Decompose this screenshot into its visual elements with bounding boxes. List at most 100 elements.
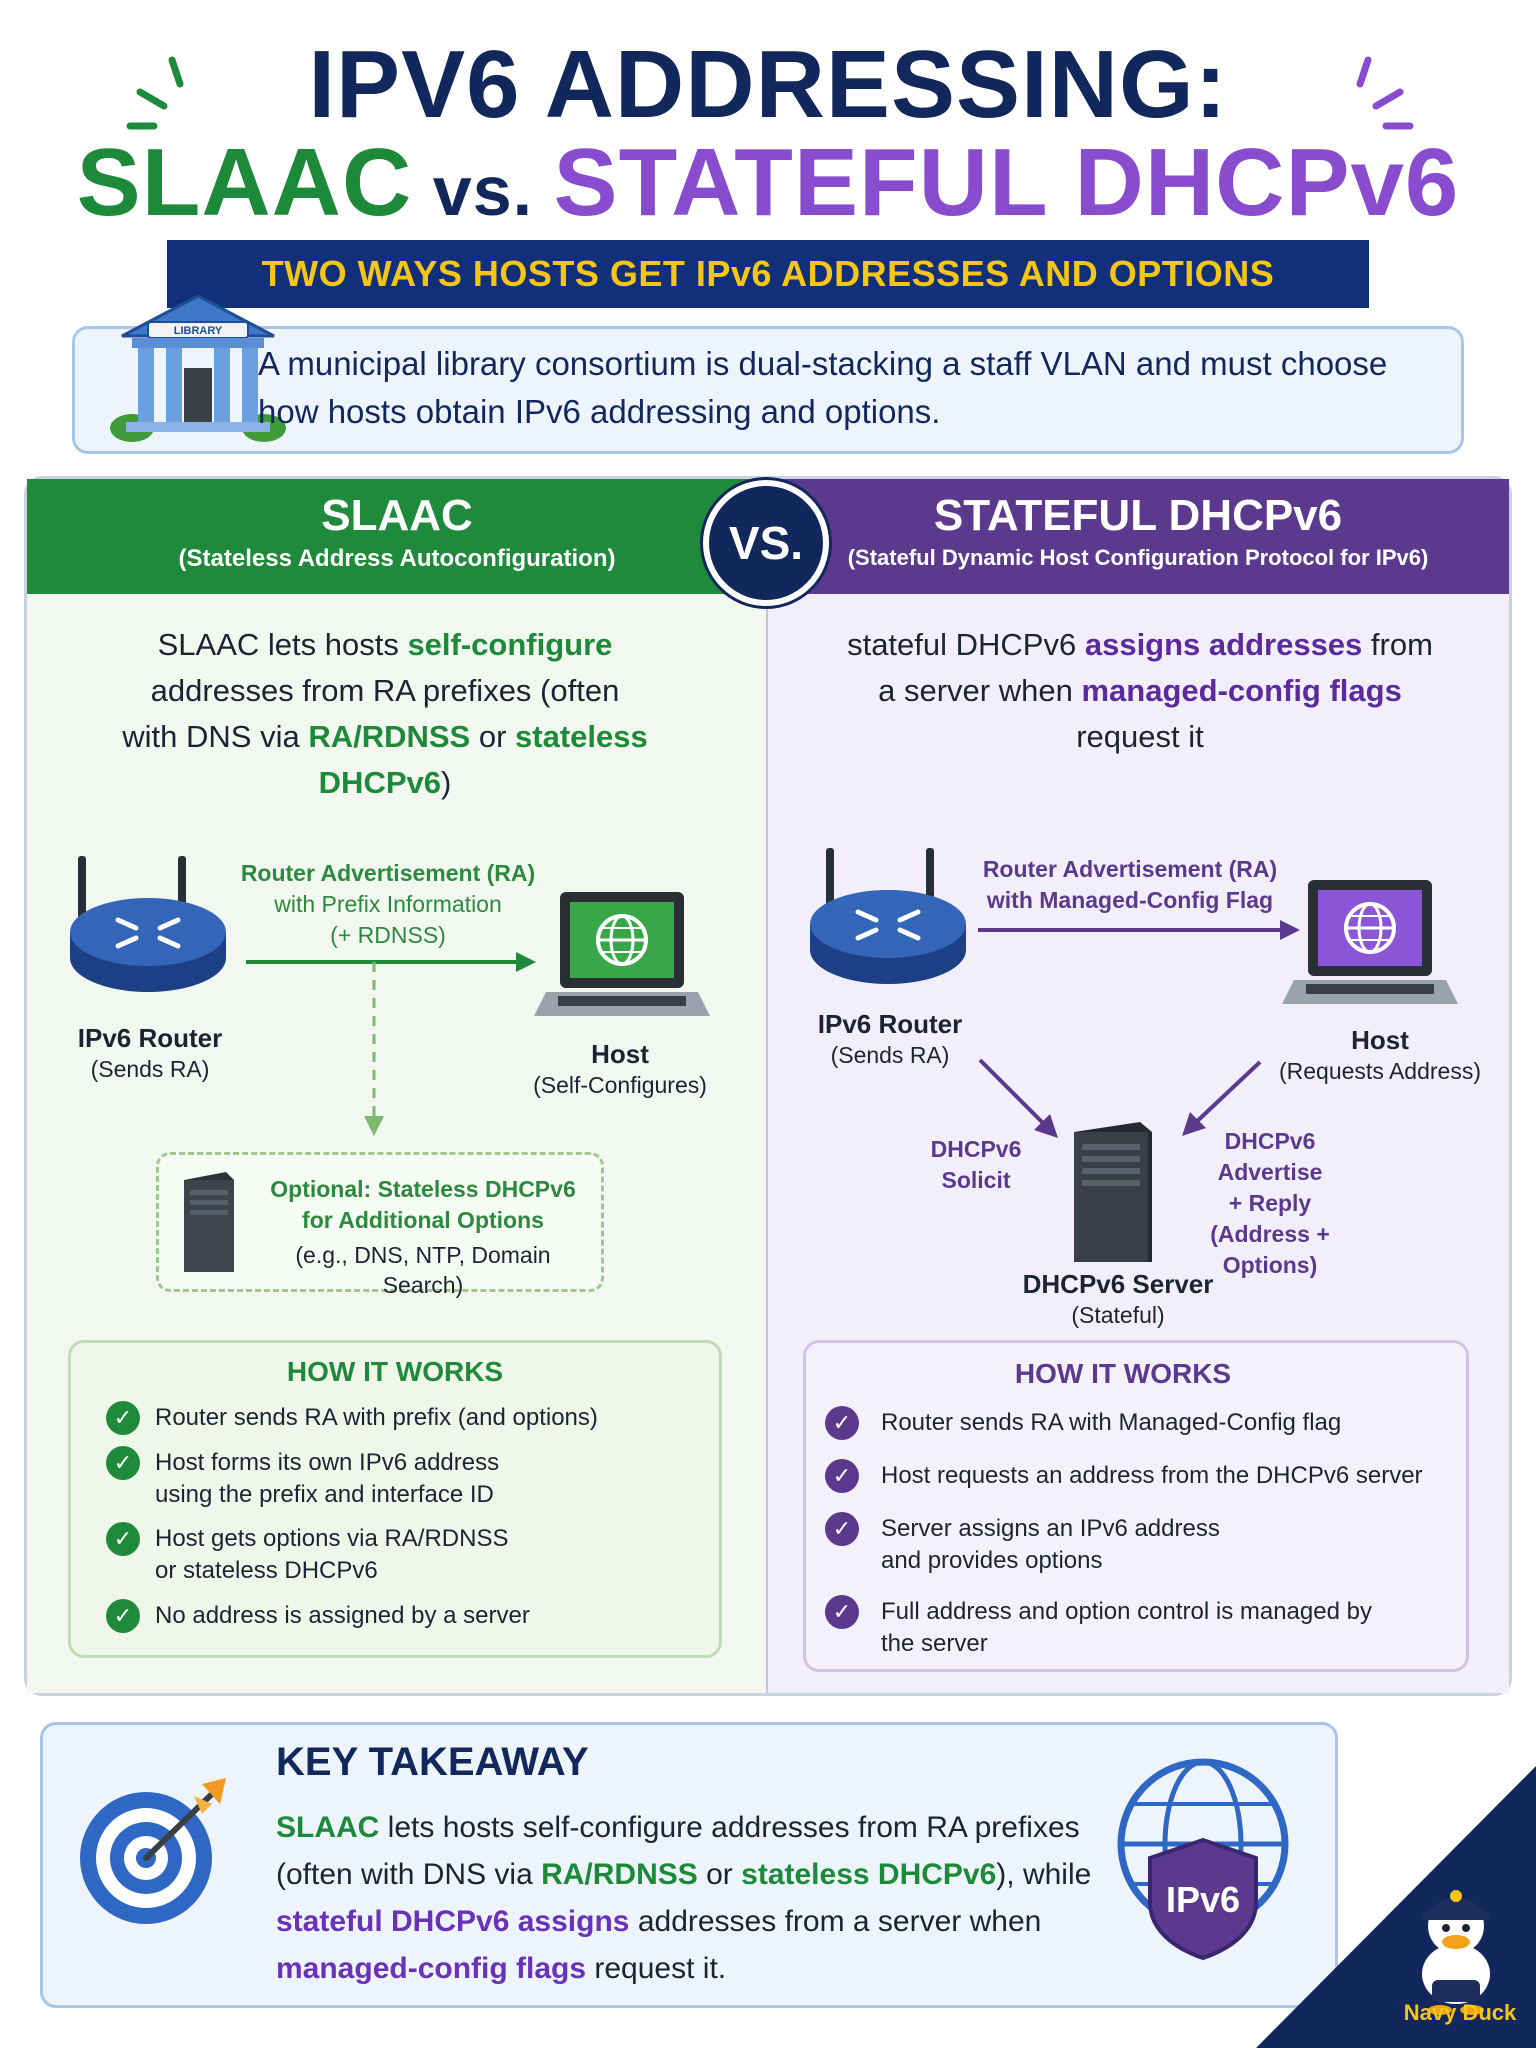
slaac-how-item: Host gets options via RA/RDNSS or statel… [155, 1525, 509, 1584]
ra-managed-arrow-head [1280, 920, 1300, 940]
slaac-header: SLAAC (Stateless Address Autoconfigurati… [27, 479, 767, 594]
advertise-label-line: + Reply [1228, 1190, 1312, 1216]
dhcpv6-ra-label: Router Advertisement (RA) with Managed-C… [960, 854, 1300, 916]
ra-arrow-head [516, 952, 536, 972]
title-slaac: SLAAC [76, 129, 413, 236]
takeaway-text: SLAAC lets hosts self-configure addresse… [276, 1804, 1156, 1992]
target-icon [80, 1778, 226, 1924]
slaac-host-subtitle: (Self-Configures) [533, 1072, 707, 1098]
slaac-summary: SLAAC lets hosts self-configure addresse… [120, 622, 650, 806]
dhcpv6-summary-text: request it [1076, 719, 1204, 754]
slaac-how-title: HOW IT WORKS [286, 1356, 504, 1387]
comparison-panel [24, 476, 1512, 1696]
dhcpv6-laptop-icon [1282, 880, 1458, 1004]
dhcpv6-ra-label-line: Router Advertisement (RA) [982, 856, 1278, 882]
solicit-label-line: DHCPv6 [930, 1136, 1022, 1162]
slaac-ra-label-line: (+ RDNSS) [330, 922, 446, 948]
brand-corner [1256, 1766, 1536, 2048]
check-icon: ✓ [106, 1599, 140, 1633]
slaac-header-title: SLAAC [321, 491, 473, 540]
takeaway-keyword: managed-config flags [276, 1952, 587, 1985]
takeaway-segment: addresses from a server when [629, 1905, 1042, 1938]
column-divider [766, 594, 768, 1693]
check-icon: ✓ [825, 1595, 859, 1629]
takeaway-keyword: assigns [517, 1905, 630, 1938]
dhcpv6-router-subtitle: (Sends RA) [830, 1042, 950, 1068]
slaac-router-subtitle: (Sends RA) [90, 1056, 210, 1082]
slaac-router-icon [70, 856, 226, 992]
slaac-ra-label: Router Advertisement (RA) with Prefix In… [228, 858, 548, 951]
slaac-how-item: Router sends RA with prefix (and options… [155, 1404, 598, 1431]
dhcpv6-how-item: Router sends RA with Managed-Config flag [881, 1409, 1342, 1436]
advertise-label: DHCPv6 Advertise + Reply (Address + Opti… [1196, 1126, 1344, 1281]
takeaway-segment: or [697, 1858, 742, 1891]
optional-arrow-head [364, 1116, 384, 1136]
takeaway-segment: ), while [996, 1858, 1092, 1891]
advertise-label-line: Advertise [1217, 1159, 1323, 1185]
dhcpv6-server-title: DHCPv6 Server [1022, 1269, 1214, 1299]
slaac-how-item: No address is assigned by a server [155, 1602, 530, 1629]
slaac-summary-keyword: RA/RDNSS [308, 719, 471, 754]
optional-dhcpv6-examples: (e.g., DNS, NTP, Domain Search) [295, 1242, 551, 1298]
takeaway-segment: lets hosts self-configure addresses from… [276, 1811, 1080, 1891]
duck-mascot-icon [1422, 1890, 1490, 2015]
optional-dhcpv6-label: Optional: Stateless DHCPv6 for Additiona… [258, 1174, 588, 1236]
title-vs: vs. [412, 152, 554, 230]
takeaway-keyword: RA/RDNSS [541, 1858, 698, 1891]
library-icon: LIBRARY [110, 294, 286, 442]
slaac-how-item: Host forms its own IPv6 address using th… [155, 1449, 500, 1508]
dhcpv6-router-icon [810, 848, 966, 984]
check-icon: ✓ [825, 1459, 859, 1493]
scenario-text: A municipal library consortium is dual-s… [258, 345, 1388, 430]
takeaway-segment: request it. [586, 1952, 727, 1985]
sparkle-left-icon [126, 56, 184, 130]
slaac-laptop-icon [534, 892, 710, 1016]
brand-name: Navy Duck [1403, 2000, 1517, 2025]
dhcpv6-how-item: Host requests an address from the DHCPv6… [881, 1462, 1423, 1489]
solicit-label-line: Solicit [941, 1167, 1011, 1193]
takeaway-keyword: stateful DHCPv6 [276, 1905, 510, 1938]
slaac-arrows [246, 952, 536, 1136]
slaac-summary-text: addresses from RA prefixes (often with D… [122, 673, 620, 754]
takeaway-keyword: stateless DHCPv6 [741, 1858, 997, 1891]
dhcpv6-how-box [803, 1340, 1469, 1672]
takeaway-title: KEY TAKEAWAY [276, 1740, 589, 1784]
dhcpv6-summary-text: stateful DHCPv6 [847, 627, 1085, 662]
slaac-summary-keyword: self-configure [407, 627, 613, 662]
page-title-line2: SLAAC vs. STATEFUL DHCPv6 [0, 128, 1536, 246]
optional-server-icon [184, 1172, 234, 1272]
title-dhcpv6: STATEFUL DHCPv6 [553, 129, 1460, 236]
dhcpv6-server-icon [1074, 1122, 1152, 1262]
optional-label-line: for Additional Options [302, 1207, 544, 1233]
check-icon: ✓ [106, 1401, 140, 1435]
ipv6-badge-text: IPv6 [1166, 1879, 1240, 1920]
dhcpv6-arrows [978, 920, 1300, 1138]
subtitle-banner: TWO WAYS HOSTS GET IPv6 ADDRESSES AND OP… [167, 240, 1369, 308]
slaac-summary-text: ) [441, 765, 452, 800]
slaac-router-title: IPv6 Router [77, 1023, 223, 1053]
dhcpv6-host-title: Host [1351, 1025, 1409, 1055]
dhcpv6-summary-text: from a server when [878, 627, 1433, 708]
advertise-label-line: DHCPv6 [1224, 1128, 1316, 1154]
dhcpv6-summary-keyword: managed-config flags [1081, 673, 1402, 708]
vs-badge: VS. [703, 480, 829, 606]
dhcpv6-how-item: Full address and option control is manag… [881, 1598, 1372, 1657]
slaac-ra-label-line: with Prefix Information [274, 891, 502, 917]
ipv6-globe-shield-icon: IPv6 [1117, 1758, 1289, 1961]
library-sign: LIBRARY [174, 325, 223, 337]
slaac-summary-text: SLAAC lets hosts [157, 627, 408, 662]
advertise-label-line: (Address + [1210, 1221, 1330, 1247]
solicit-arrow [978, 1058, 1050, 1130]
scenario-box [72, 326, 1464, 454]
check-icon: ✓ [825, 1406, 859, 1440]
dhcpv6-header: STATEFUL DHCPv6 (Stateful Dynamic Host C… [767, 479, 1509, 594]
slaac-host-title: Host [591, 1039, 649, 1069]
page-title-line1: IPV6 ADDRESSING: [308, 31, 1228, 138]
slaac-header-subtitle: (Stateless Address Autoconfiguration) [178, 545, 616, 572]
dhcpv6-summary: stateful DHCPv6 assigns addresses from a… [840, 622, 1440, 760]
optional-label-line: Optional: Stateless DHCPv6 [270, 1176, 576, 1202]
dhcpv6-host-subtitle: (Requests Address) [1279, 1058, 1481, 1084]
sparkle-right-icon [1356, 56, 1414, 130]
check-icon: ✓ [825, 1512, 859, 1546]
slaac-ra-label-line: Router Advertisement (RA) [240, 860, 536, 886]
